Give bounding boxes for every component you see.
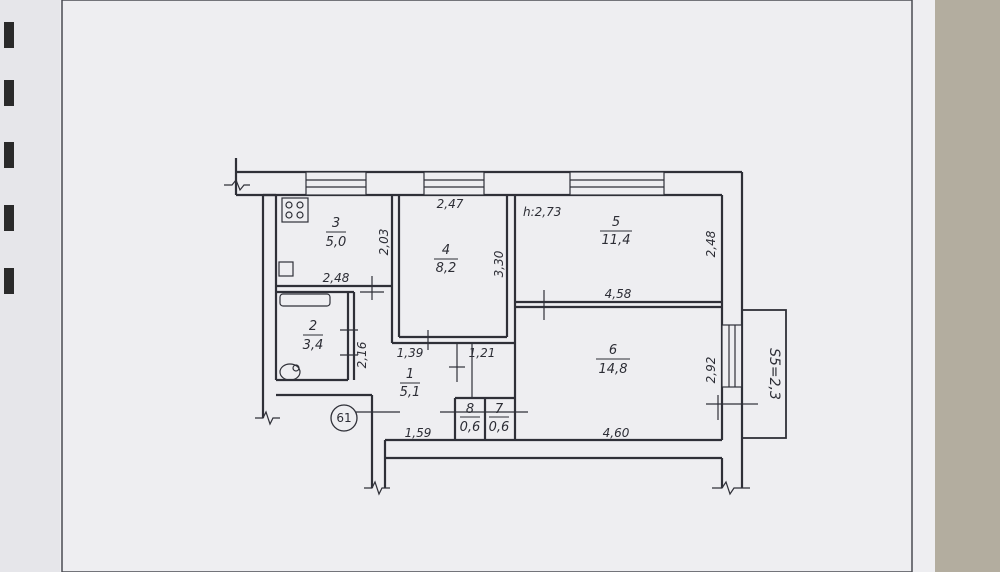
room-2-label: 2 3,4 [303, 319, 324, 353]
room-area: 3,4 [303, 338, 324, 353]
room-6-label: 6 14,8 [596, 343, 630, 377]
dimension-label: 4,60 [603, 426, 630, 440]
dimension-label: 2,92 [704, 357, 718, 384]
room-area: 14,8 [599, 362, 628, 377]
room-area: 8,2 [436, 261, 457, 276]
drawing-frame [61, 0, 913, 572]
apartment-number: 61 [336, 411, 351, 425]
table-edge [930, 0, 1000, 572]
room-area: 5,1 [400, 385, 421, 400]
dimension-ticks [340, 276, 742, 420]
room-5-label: 5 11,4 [600, 215, 632, 248]
binding-hole [4, 80, 14, 106]
room-number: 4 [442, 243, 450, 258]
dimension-label: 2,48 [323, 271, 350, 285]
balcony-area-label: S5=2,3 [766, 348, 782, 400]
dimension-label: 2,48 [704, 230, 718, 257]
room-8-label: 8 0,6 [460, 402, 481, 435]
toilet-icon [279, 363, 301, 381]
room-number: 1 [406, 367, 414, 382]
binding-hole [4, 205, 14, 231]
room-4-label: 4 8,2 [434, 243, 458, 276]
bathtub-icon [279, 293, 331, 307]
room-area: 0,6 [489, 420, 510, 435]
ceiling-height-label: h:2,73 [523, 205, 561, 219]
binding-hole [4, 142, 14, 168]
room-number: 7 [495, 402, 504, 417]
room-7-label: 7 0,6 [489, 402, 510, 435]
balcony-outline [741, 309, 787, 439]
dimension-label: 1,59 [405, 426, 432, 440]
stove-icon [281, 197, 309, 223]
room-number: 8 [466, 402, 474, 417]
sink-icon [278, 261, 294, 277]
dimension-label: 4,58 [605, 287, 632, 301]
room-1-label: 1 5,1 [400, 367, 421, 400]
room-area: 0,6 [460, 420, 481, 435]
room-area: 11,4 [602, 233, 631, 248]
binding-hole [4, 268, 14, 294]
dimension-label: 2,47 [437, 197, 464, 211]
dimension-label: 1,21 [469, 346, 496, 360]
room-number: 2 [309, 319, 317, 334]
dimension-label: 1,39 [397, 346, 424, 360]
dimension-label: 2,16 [355, 341, 369, 368]
binding-hole [4, 22, 14, 48]
break-marks [224, 178, 750, 496]
paper-sheet [0, 0, 935, 572]
apartment-number-marker: 61 [330, 404, 358, 432]
room-number: 6 [609, 343, 617, 358]
partitions [276, 195, 722, 440]
room-area: 5,0 [326, 235, 347, 250]
room-number: 3 [332, 216, 340, 231]
room-3-label: 3 5,0 [326, 216, 347, 250]
room-number: 5 [612, 215, 620, 230]
dimension-label: 2,03 [377, 229, 391, 256]
dimension-label: 3,30 [492, 250, 506, 277]
